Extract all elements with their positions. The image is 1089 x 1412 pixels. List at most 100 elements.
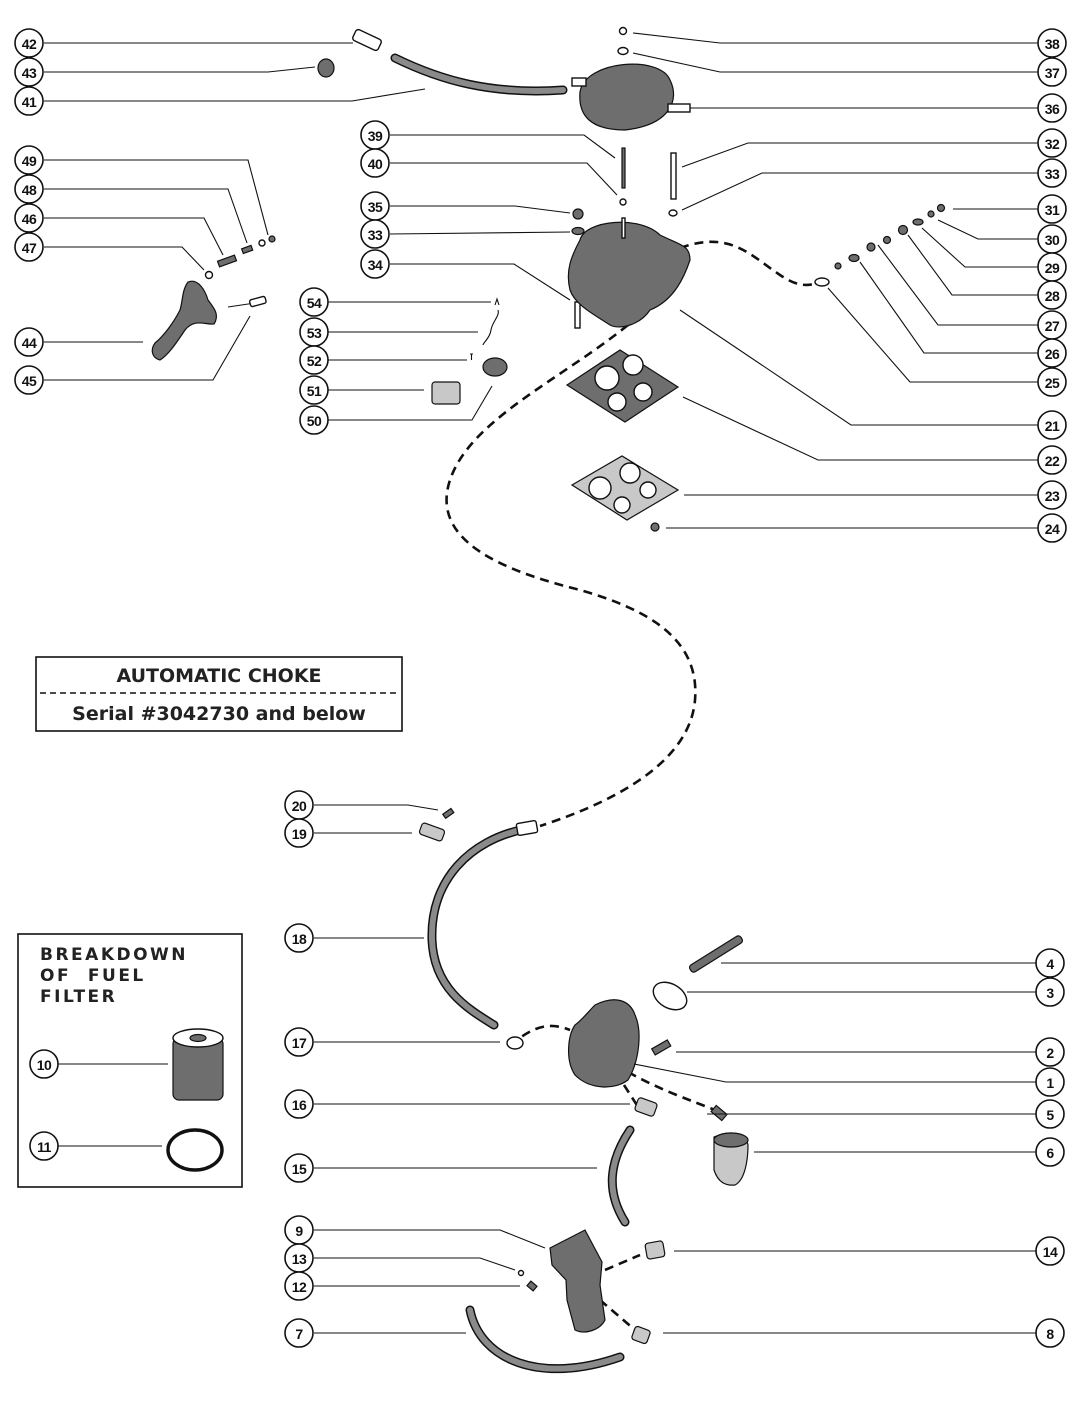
part-48b-spacer[interactable] [240, 244, 254, 255]
callout-28-right[interactable]: 28 [1037, 280, 1067, 310]
part-20-screw[interactable] [441, 807, 455, 820]
callout-18-left[interactable]: 18 [284, 923, 314, 953]
callout-26-right[interactable]: 26 [1037, 338, 1067, 368]
callout-10-filter[interactable]: 10 [29, 1049, 59, 1079]
part-3-gasket[interactable] [648, 977, 691, 1016]
part-15-fuel-line[interactable] [607, 1125, 635, 1227]
callout-34-left[interactable]: 34 [360, 249, 390, 279]
callout-43-left[interactable]: 43 [14, 57, 44, 87]
callout-45-left[interactable]: 45 [14, 365, 44, 395]
part-25b-sleeve[interactable] [834, 262, 842, 270]
part-28-nut[interactable] [897, 224, 909, 236]
part-1-fuel-pump[interactable] [568, 999, 640, 1088]
part-10-filter-element[interactable] [172, 1028, 224, 1101]
callout-47-left[interactable]: 47 [14, 232, 44, 262]
part-54-clip[interactable] [494, 297, 500, 306]
part-4-stud[interactable] [688, 935, 744, 974]
part-13-washer[interactable] [517, 1269, 525, 1277]
part-16-fitting[interactable] [634, 1097, 658, 1117]
part-48-spacer[interactable] [258, 239, 266, 247]
part-51-choke-block[interactable] [431, 381, 461, 405]
part-41-hose[interactable] [390, 53, 568, 96]
part-11-o-ring[interactable] [166, 1128, 224, 1172]
part-49-nut[interactable] [268, 235, 276, 243]
callout-31-right[interactable]: 31 [1037, 194, 1067, 224]
callout-40-left[interactable]: 40 [360, 148, 390, 178]
part-42-fitting[interactable] [352, 28, 382, 52]
callout-35-left[interactable]: 35 [360, 191, 390, 221]
part-36-flame-arrestor[interactable] [571, 63, 691, 131]
part-26-washer[interactable] [866, 242, 876, 252]
part-44-choke-bracket[interactable] [151, 280, 218, 361]
callout-17-left[interactable]: 17 [284, 1027, 314, 1057]
part-33-washer-right[interactable] [668, 209, 678, 217]
part-7-fuel-line[interactable] [465, 1305, 625, 1374]
part-24-nut[interactable] [650, 522, 660, 532]
part-5-fitting[interactable] [710, 1104, 728, 1122]
callout-48-left[interactable]: 48 [14, 174, 44, 204]
part-8-fitting[interactable] [631, 1325, 651, 1345]
callout-30-right[interactable]: 30 [1037, 224, 1067, 254]
callout-21-right[interactable]: 21 [1037, 410, 1067, 440]
part-30-sleeve[interactable] [927, 210, 935, 218]
part-27-nut[interactable] [882, 235, 892, 245]
callout-27-right[interactable]: 27 [1037, 310, 1067, 340]
part-18-fuel-line[interactable] [427, 819, 539, 1030]
part-25-fitting[interactable] [814, 277, 830, 287]
callout-32-right[interactable]: 32 [1037, 128, 1067, 158]
callout-42-left[interactable]: 42 [14, 28, 44, 58]
part-32-stud[interactable] [670, 152, 677, 200]
part-17-elbow[interactable] [506, 1036, 524, 1050]
callout-24-right[interactable]: 24 [1037, 513, 1067, 543]
callout-50-left[interactable]: 50 [299, 405, 329, 435]
callout-29-right[interactable]: 29 [1037, 252, 1067, 282]
part-26b-washer[interactable] [848, 253, 860, 263]
part-29-washer[interactable] [912, 218, 924, 226]
callout-20-left[interactable]: 20 [284, 790, 314, 820]
part-9-filter-housing[interactable] [549, 1229, 606, 1333]
part-46-stud[interactable] [216, 254, 238, 268]
callout-38-right[interactable]: 38 [1037, 28, 1067, 58]
callout-33-right[interactable]: 33 [1037, 158, 1067, 188]
callout-49-left[interactable]: 49 [14, 145, 44, 175]
callout-15-left[interactable]: 15 [284, 1153, 314, 1183]
callout-51-left[interactable]: 51 [299, 375, 329, 405]
part-47-nut[interactable] [204, 270, 214, 280]
callout-4-right[interactable]: 4 [1035, 948, 1065, 978]
callout-16-left[interactable]: 16 [284, 1089, 314, 1119]
part-2-screw[interactable] [650, 1039, 672, 1056]
callout-8-right[interactable]: 8 [1035, 1318, 1065, 1348]
callout-33-left[interactable]: 33 [360, 219, 390, 249]
callout-11-filter[interactable]: 11 [29, 1131, 59, 1161]
part-14-fitting[interactable] [644, 1240, 666, 1260]
part-12-screw[interactable] [526, 1280, 538, 1292]
callout-41-left[interactable]: 41 [14, 86, 44, 116]
part-19-clamp[interactable] [418, 822, 446, 842]
part-38-nut[interactable] [618, 26, 628, 36]
part-40-nut[interactable] [619, 198, 627, 206]
callout-7-left[interactable]: 7 [284, 1318, 314, 1348]
part-33-washer-left[interactable] [571, 226, 585, 236]
part-21-carburetor[interactable] [567, 217, 691, 328]
part-35-nut[interactable] [572, 208, 584, 220]
part-45-choke-rod[interactable] [227, 295, 267, 308]
callout-53-left[interactable]: 53 [299, 317, 329, 347]
callout-6-right[interactable]: 6 [1035, 1137, 1065, 1167]
callout-39-left[interactable]: 39 [360, 120, 390, 150]
callout-23-right[interactable]: 23 [1037, 480, 1067, 510]
part-50-choke-housing[interactable] [482, 357, 508, 377]
part-23-base-gasket[interactable] [570, 455, 680, 521]
callout-22-right[interactable]: 22 [1037, 445, 1067, 475]
callout-1-right[interactable]: 1 [1035, 1067, 1065, 1097]
callout-46-left[interactable]: 46 [14, 203, 44, 233]
callout-9-left[interactable]: 9 [284, 1215, 314, 1245]
callout-36-right[interactable]: 36 [1037, 93, 1067, 123]
part-6-sight-bowl[interactable] [713, 1132, 749, 1186]
callout-37-right[interactable]: 37 [1037, 57, 1067, 87]
part-52-screw[interactable] [470, 353, 473, 360]
callout-14-right[interactable]: 14 [1035, 1236, 1065, 1266]
part-31-nut[interactable] [936, 203, 946, 213]
callout-2-right[interactable]: 2 [1035, 1037, 1065, 1067]
part-53-choke-link[interactable] [482, 309, 499, 346]
callout-19-left[interactable]: 19 [284, 818, 314, 848]
